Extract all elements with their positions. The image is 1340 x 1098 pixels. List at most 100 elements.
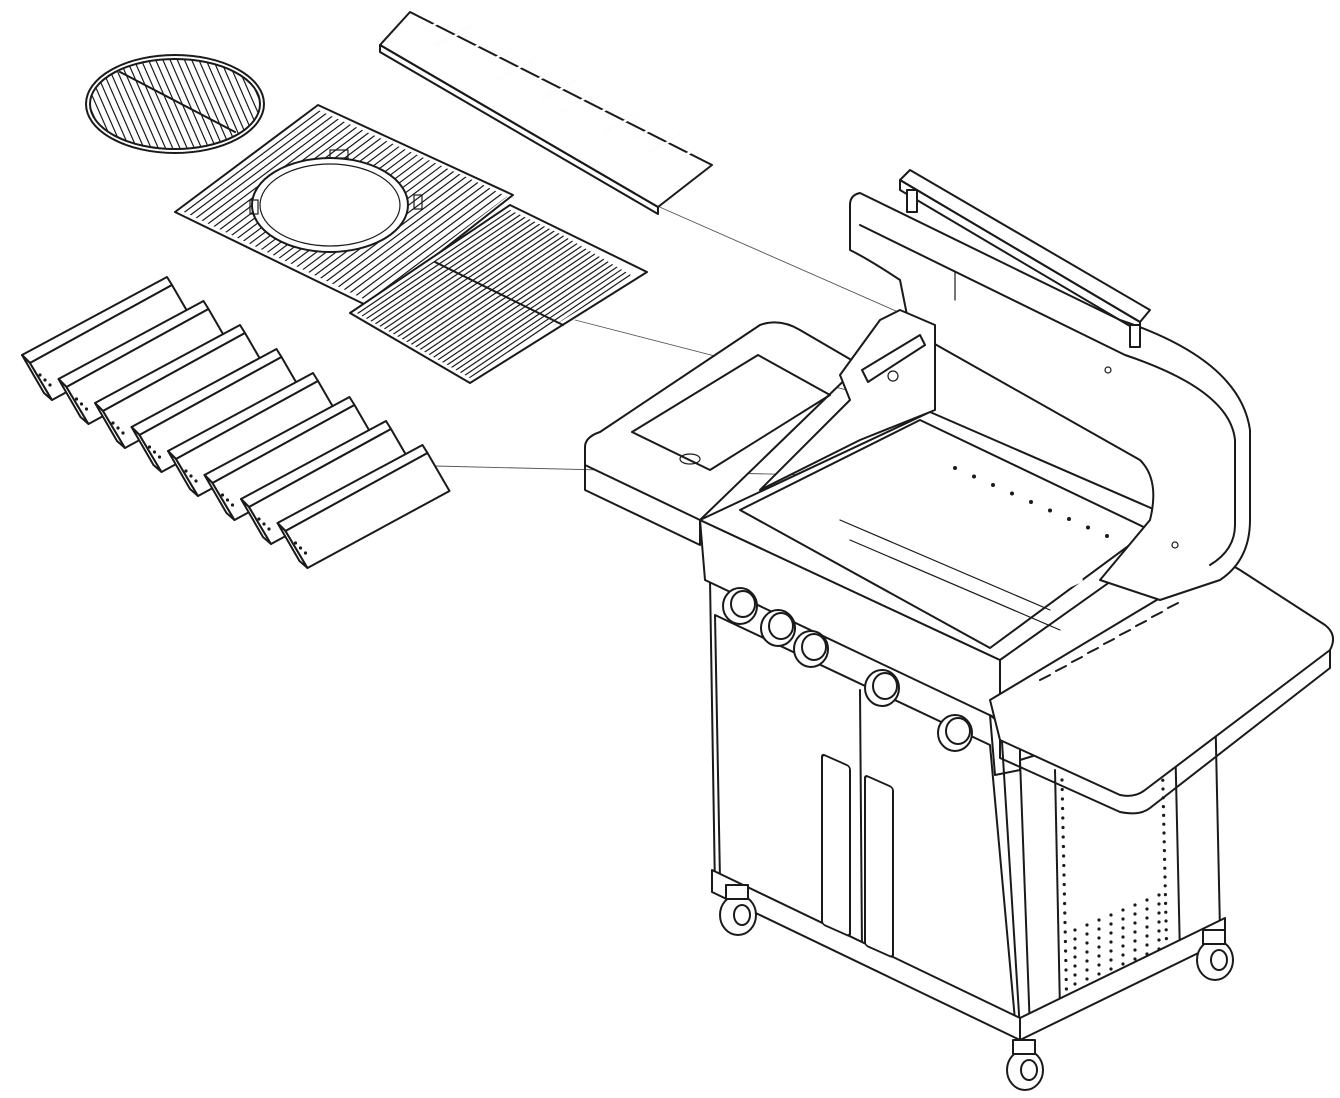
flavorizer-hole (111, 421, 115, 425)
knob-inner (945, 717, 971, 745)
grate-bar (407, 238, 569, 348)
perforation (1121, 935, 1125, 939)
burner-tube-inner (927, 552, 1043, 598)
perforation (1085, 959, 1089, 963)
flavorizer-hole (262, 522, 266, 526)
perforation (1121, 908, 1125, 912)
perforation (1063, 930, 1067, 934)
vent-slot (1039, 674, 1051, 681)
perforation (1062, 863, 1066, 868)
perforation (1121, 926, 1125, 930)
grate-bar (438, 256, 600, 366)
thermometer-bracket (861, 334, 926, 383)
perforation (1073, 982, 1077, 986)
grate-bar (451, 264, 613, 374)
rack-slot-inner (455, 37, 493, 58)
flavorizer-hole (184, 469, 188, 473)
perforation (1073, 973, 1077, 977)
perforation (1133, 912, 1137, 916)
perforation (1073, 946, 1077, 950)
rack-slot-inner (581, 102, 619, 123)
perforation (1163, 857, 1167, 862)
perforation (1161, 787, 1165, 791)
flavorizer-hole (43, 378, 47, 382)
flavorizer-hole (147, 445, 152, 449)
flavorizer-hole (116, 426, 120, 430)
perforation (1133, 903, 1137, 907)
firebox-screw (1029, 500, 1033, 504)
perforation (1062, 882, 1066, 887)
grate-bar (411, 240, 573, 350)
left-side-table (584, 321, 861, 546)
perforation (1060, 797, 1064, 801)
firebox-screw (972, 474, 976, 479)
perforation (1145, 916, 1149, 920)
perforation (1085, 977, 1089, 981)
perforation (1162, 822, 1166, 826)
handle-post-right (1129, 324, 1141, 348)
leader-line-warming-rack (654, 204, 906, 316)
flavorizer-hole (189, 474, 193, 478)
burner-rail (849, 539, 1061, 631)
grate-bar (416, 243, 578, 353)
grate-bar (376, 219, 538, 330)
knob-inner (872, 672, 898, 700)
perforation (1164, 928, 1168, 932)
grate-bar (198, 115, 343, 225)
burner-rail (839, 519, 1051, 611)
perforation (1097, 927, 1101, 931)
firebox-screw (1086, 525, 1090, 530)
rack-slot-inner (539, 80, 577, 102)
flavorizer-hole (38, 373, 42, 377)
grate-ring-opening (251, 157, 409, 253)
grate-bar (464, 271, 627, 378)
perforation (1121, 944, 1125, 948)
door-seam (859, 689, 863, 951)
flavorizer-bar (276, 444, 451, 569)
grate-bar (339, 185, 485, 294)
knob-inner (801, 633, 827, 661)
perforation (1162, 831, 1166, 835)
perforation (1157, 911, 1161, 915)
perforation (1109, 913, 1113, 917)
flavorizer-hole (298, 546, 303, 550)
control-knob (793, 630, 829, 668)
grate-bar (460, 269, 622, 378)
flavorizer-hole (225, 498, 230, 502)
perforation (1157, 929, 1161, 933)
perforation (1073, 955, 1077, 959)
firebox-screw (1067, 517, 1071, 521)
perforation (1061, 835, 1065, 839)
firebox-screw (1010, 491, 1014, 496)
knob-outer (722, 587, 758, 625)
flavorizer-bars (21, 276, 451, 569)
caster-bracket (1012, 1039, 1036, 1055)
rack-slot-inner (665, 145, 703, 166)
burner-tube-inner (827, 492, 943, 553)
perforation (1133, 948, 1137, 952)
perforation (1109, 967, 1113, 971)
perforation (1061, 844, 1065, 849)
vent-slot (1151, 611, 1163, 618)
flavorizer-hole (230, 503, 235, 507)
grate-bar (357, 193, 502, 302)
perforation (1063, 939, 1067, 944)
perforation (1064, 977, 1068, 982)
burner-tube-inner (977, 577, 1083, 628)
caster (719, 884, 757, 936)
flavorizer-hole (293, 541, 298, 545)
perforation (1064, 949, 1068, 953)
perforation (1085, 923, 1089, 927)
perforation (1097, 954, 1101, 958)
perforation (1121, 962, 1125, 966)
firebox-screw (953, 466, 957, 470)
knob-outer (864, 669, 900, 707)
grate-bar (333, 182, 479, 291)
round-grate-crossbar (119, 71, 236, 133)
perforation (1121, 953, 1125, 957)
round-sear-grate (85, 54, 265, 154)
grate-bar (433, 253, 596, 363)
control-knob (760, 609, 796, 647)
perforation (1133, 921, 1137, 925)
